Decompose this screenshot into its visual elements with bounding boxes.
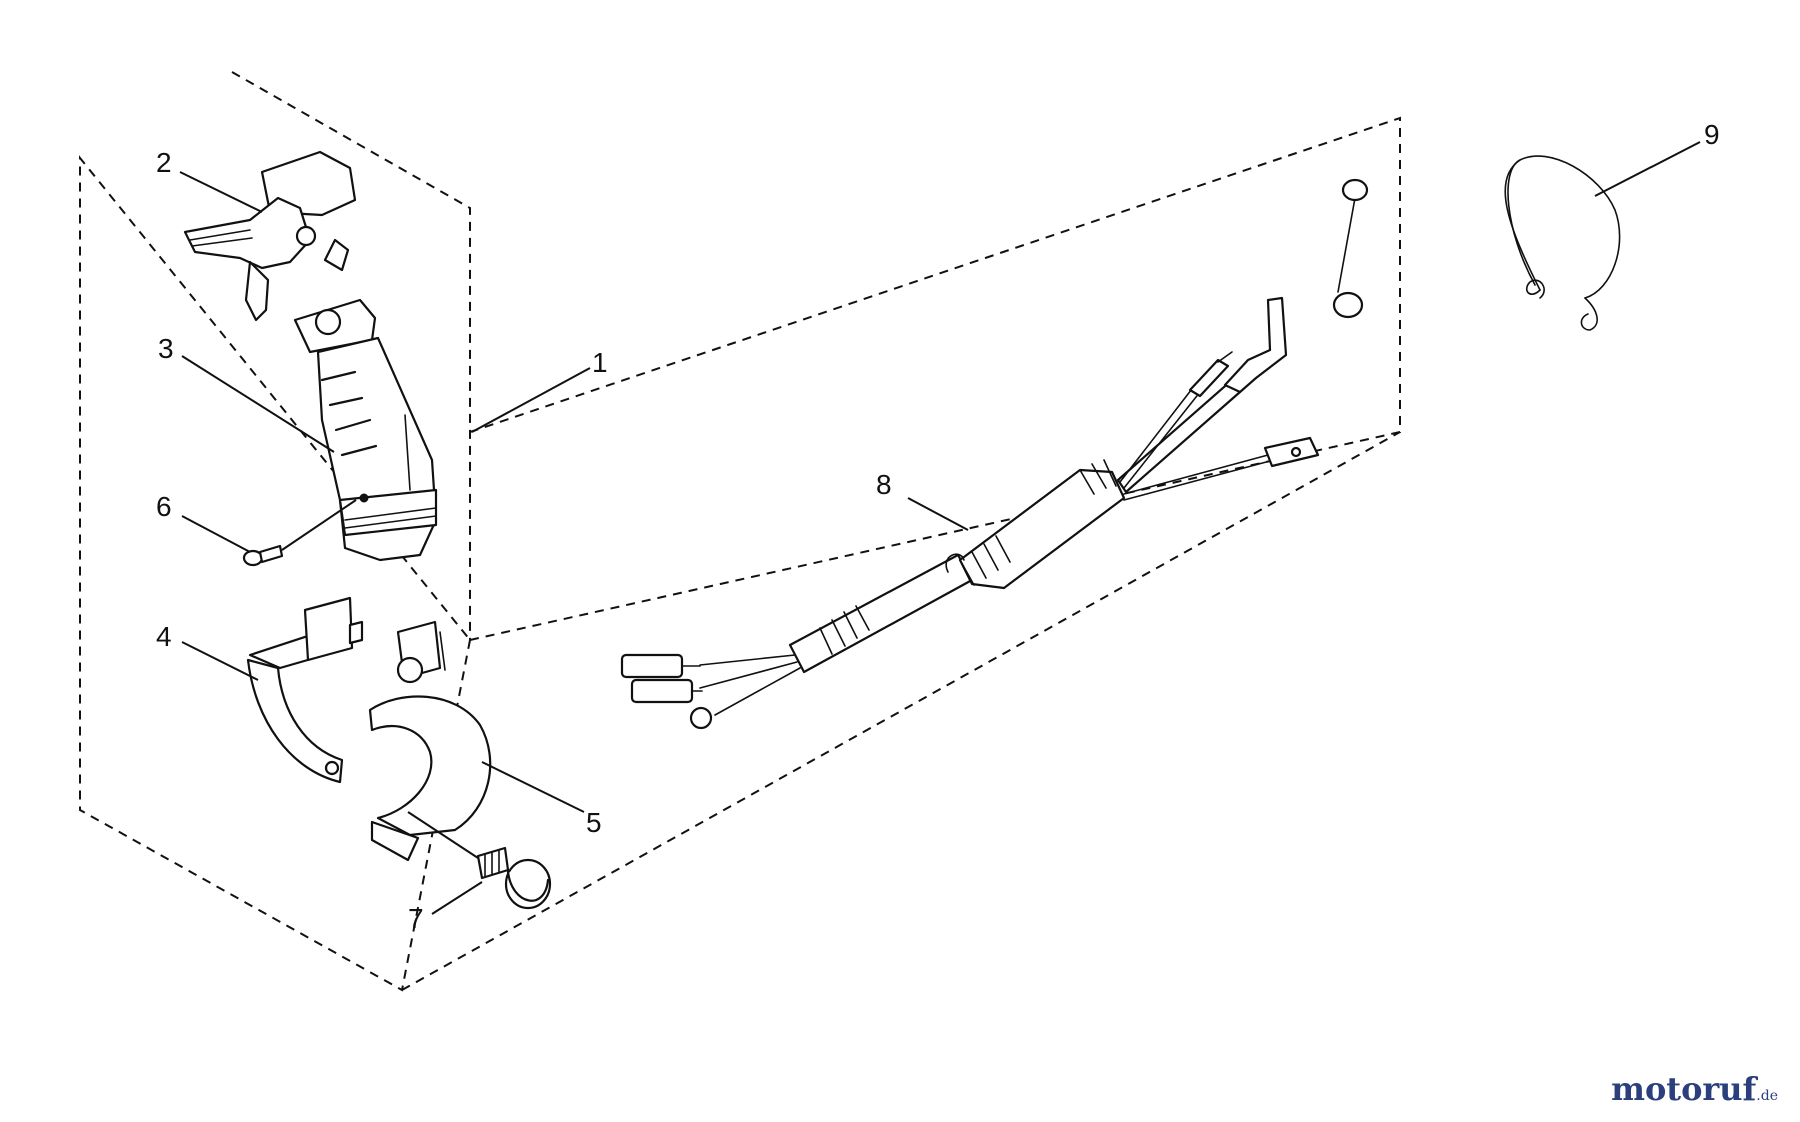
leader-3 [181, 355, 335, 453]
assembly-8-boundary [469, 116, 1401, 641]
leader-8 [907, 497, 969, 531]
leader-5 [481, 761, 585, 813]
part-7-knob-screw [476, 846, 552, 910]
part-2-throttle-trigger [183, 150, 357, 322]
leader-6 [181, 515, 251, 553]
callout-2: 2 [156, 147, 172, 178]
callout-8: 8 [876, 469, 892, 500]
part-9-retaining-ring [1504, 155, 1621, 331]
assembly-1-boundary [79, 71, 472, 992]
leader-4 [181, 641, 259, 681]
assembly-8-boundary-lower [401, 431, 1401, 991]
leader-lines [179, 141, 1701, 915]
leader-6b [281, 499, 357, 551]
watermark-brand: motoruf [1611, 1070, 1757, 1108]
callout-7: 7 [408, 903, 424, 934]
leader-1 [471, 367, 591, 433]
callout-5: 5 [586, 807, 602, 838]
callout-3: 3 [158, 333, 174, 364]
leader-9 [1594, 141, 1701, 197]
callout-4: 4 [156, 621, 172, 652]
part-4-clamp-half [246, 596, 364, 784]
part-8-wiring-harness [620, 178, 1369, 730]
callout-9: 9 [1704, 119, 1720, 150]
leader-7b [407, 811, 479, 859]
callout-1: 1 [592, 347, 608, 378]
watermark-logo: motoruf.de [1611, 1070, 1778, 1108]
watermark-suffix: .de [1756, 1088, 1778, 1104]
part-5-clamp-half [368, 620, 492, 862]
part-3-handle-grip [293, 298, 438, 562]
leader-2 [179, 171, 263, 213]
callout-6: 6 [156, 491, 172, 522]
part-6-screw [242, 544, 284, 567]
leader-7 [431, 881, 483, 915]
